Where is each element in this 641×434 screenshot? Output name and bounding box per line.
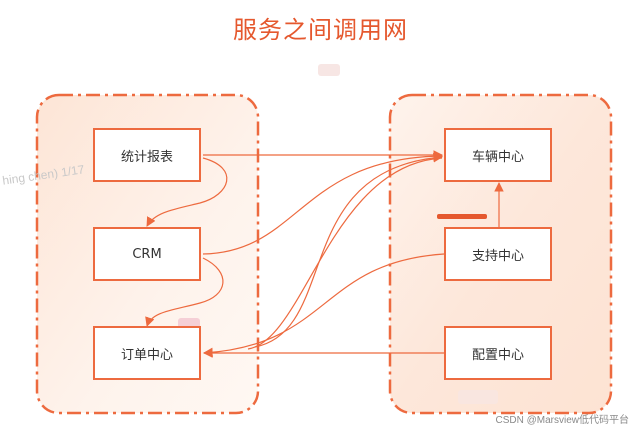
node-crm[interactable]: CRM [93, 227, 201, 281]
node-support-center[interactable]: 支持中心 [444, 227, 552, 281]
node-vehicle-center[interactable]: 车辆中心 [444, 128, 552, 182]
edge-support-order [203, 253, 445, 358]
blur-mark-bottom [458, 390, 498, 404]
node-statistics-report[interactable]: 统计报表 [93, 128, 201, 182]
diagram-title: 服务之间调用网 [233, 16, 408, 44]
blur-mark-top [318, 64, 340, 76]
edge-crm-vehicle [202, 151, 443, 255]
highlight-bar [437, 214, 487, 219]
node-config-center[interactable]: 配置中心 [444, 326, 552, 380]
node-order-center[interactable]: 订单中心 [93, 326, 201, 380]
edge-crm-order [145, 257, 224, 327]
edge-order-vehicle-2 [247, 157, 443, 350]
connectors [145, 150, 504, 358]
csdn-watermark: CSDN @Marsview低代码平台 [495, 415, 630, 426]
edge-report-crm [146, 157, 228, 227]
